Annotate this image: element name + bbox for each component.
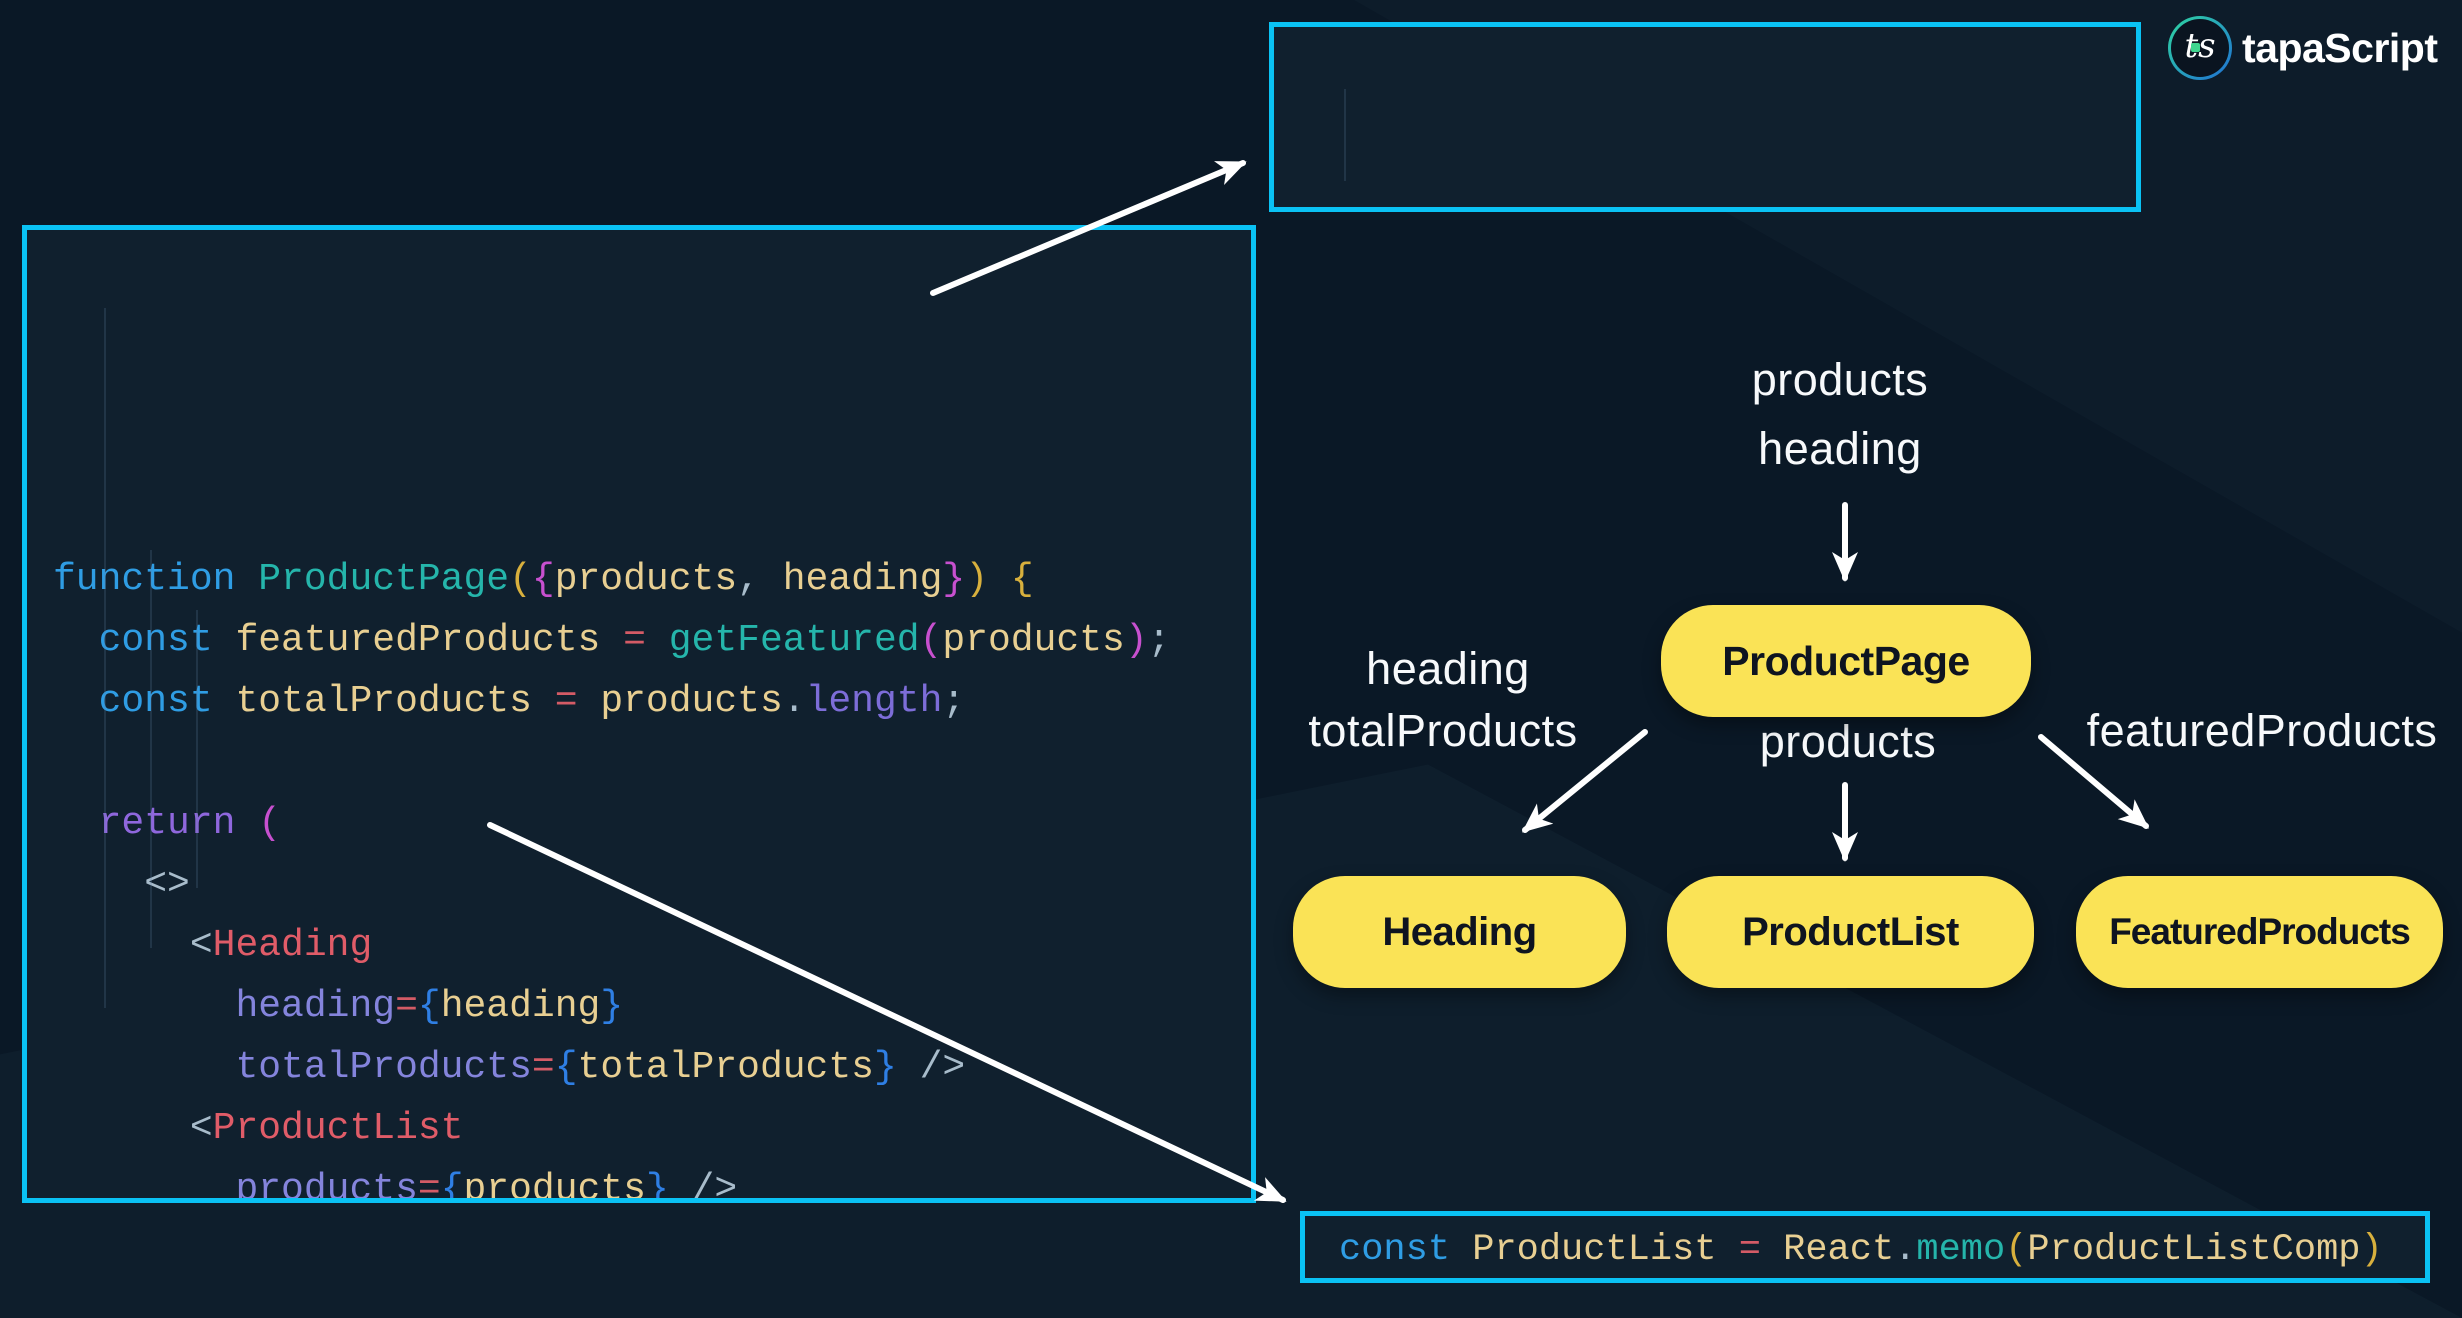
code-line: const featuredProducts = useMemo(() => { — [1300, 199, 2136, 207]
indent-guide — [150, 550, 152, 948]
code-line: const featuredProducts = getFeatured(pro… — [98, 619, 1171, 662]
label-featuredproducts-right: featuredProducts — [2086, 705, 2438, 756]
indent-guide — [104, 308, 106, 1008]
code-line — [53, 732, 1251, 793]
logo-green-dot — [2191, 43, 2200, 52]
label-totalproducts-left: totalProducts — [1308, 705, 1578, 756]
node-featuredproducts: FeaturedProducts — [2076, 876, 2443, 988]
code-line: heading={heading} — [235, 985, 624, 1028]
code-line: products={products} /> — [235, 1168, 738, 1203]
usememo-code-panel: const featuredProducts = useMemo(() => {… — [1269, 22, 2141, 212]
label-products-mid: products — [1759, 716, 1937, 767]
node-featuredproducts-label: FeaturedProducts — [2109, 911, 2411, 952]
product-page-code-panel: function ProductPage({products, heading}… — [22, 225, 1256, 1203]
node-productpage: ProductPage — [1661, 605, 2031, 717]
react-memo-code-panel: const ProductList = React.memo(ProductLi… — [1300, 1211, 2430, 1283]
indent-guide — [196, 610, 198, 888]
label-heading-top: heading — [1758, 423, 1922, 474]
label-products-top: products — [1751, 354, 1929, 405]
node-heading: Heading — [1293, 876, 1626, 988]
node-heading-label: Heading — [1382, 909, 1537, 954]
code-line: const totalProducts = products.length; — [98, 680, 966, 723]
label-heading-left: heading — [1366, 643, 1530, 694]
node-productpage-label: ProductPage — [1722, 637, 1970, 684]
indent-guide — [1344, 89, 1346, 181]
brand: ts tapaScript — [2168, 16, 2438, 80]
node-productlist: ProductList — [1667, 876, 2034, 988]
code-line: <Heading — [189, 924, 373, 967]
code-line: function ProductPage({products, heading}… — [53, 558, 1034, 601]
logo-ts-glyph: ts — [2184, 26, 2216, 66]
code-line: const ProductList = React.memo(ProductLi… — [1339, 1229, 2383, 1271]
code-line: return ( — [98, 802, 282, 845]
tapascript-logo-icon: ts — [2168, 16, 2232, 80]
node-productlist-label: ProductList — [1742, 909, 1959, 954]
code-line: <ProductList — [189, 1107, 464, 1150]
brand-name: tapaScript — [2242, 24, 2438, 71]
logo-inner-circle: ts — [2171, 19, 2229, 77]
code-line: <> — [144, 863, 190, 906]
code-line: totalProducts={totalProducts} /> — [235, 1046, 966, 1089]
